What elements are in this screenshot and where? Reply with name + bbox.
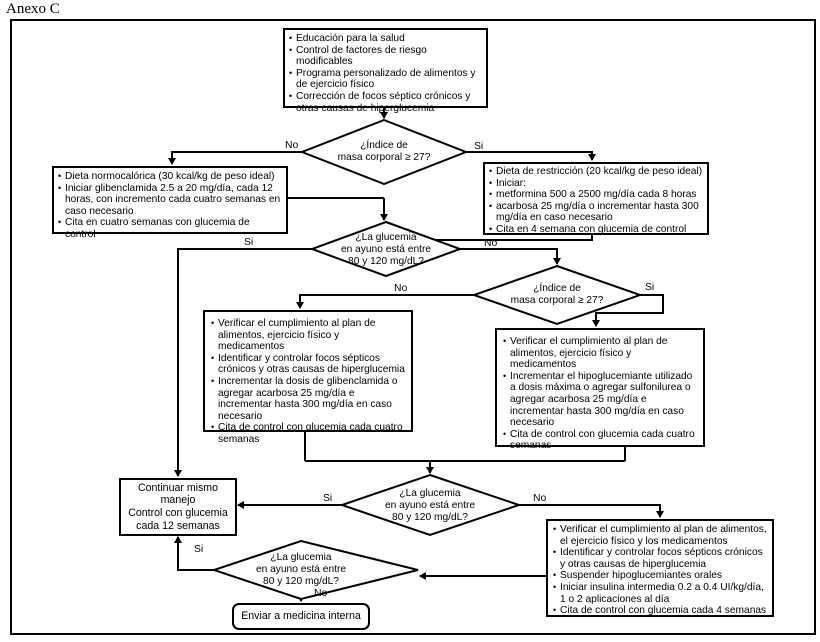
normocaloric-item: Cita en cuatro semanas con glucemia de c…: [58, 217, 282, 240]
glibenclamide-item: Identificar y controlar focos sépticos c…: [211, 353, 405, 376]
decision-3-text: ¿Índice de masa corporal ≥ 27?: [510, 283, 604, 306]
insulin-item: Cita de control con glucemia cada 4 sema…: [553, 605, 767, 617]
decision-1-text: ¿Índice de masa corporal ≥ 27?: [337, 140, 431, 163]
start-item: Educación para la salud: [289, 33, 482, 45]
continue-management-box: Continuar mismo manejo Control con gluce…: [119, 478, 237, 536]
refer-internal-medicine-box: Enviar a medicina interna: [232, 603, 370, 630]
start-item: Control de factores de riesgo modificabl…: [289, 45, 482, 68]
decision-diamond-2: [309, 220, 463, 278]
decision-2-yes-label: Si: [244, 237, 254, 248]
restriction-item: Dieta de restricción (20 kcal/kg de peso…: [489, 166, 703, 178]
glibenclamide-adjust-box: Verificar el cumplimiento al plan de ali…: [203, 310, 413, 445]
glibenclamide-item: Verificar el cumplimiento al plan de ali…: [211, 318, 405, 353]
insulin-item: Suspender hipoglucemiantes orales: [553, 570, 767, 582]
glibenclamide-item: Cita de control con glucemia cada cuatro…: [211, 422, 405, 445]
decision-3-yes-label: Si: [645, 282, 655, 293]
start-box: Educación para la salud Control de facto…: [283, 28, 488, 114]
page-title: Anexo C: [6, 1, 60, 17]
normocaloric-list: Dieta normocalórica (30 kcal/kg de peso …: [58, 171, 282, 241]
glibenclamide-item: Incrementar la dosis de glibenclamida o …: [211, 376, 405, 422]
restriction-list: Dieta de restricción (20 kcal/kg de peso…: [489, 166, 703, 236]
start-list: Educación para la salud Control de facto…: [289, 33, 482, 114]
normocaloric-item: Iniciar glibenclamida 2.5 a 20 mg/día, c…: [58, 183, 282, 218]
insulin-item: Iniciar insulina intermedia 0.2 a 0.4 UI…: [553, 582, 767, 605]
restriction-item: Iniciar:: [489, 178, 703, 190]
decision-5-text: ¿La glucemia en ayuno está entre 80 y 12…: [255, 552, 347, 587]
restriction-diet-box: Dieta de restricción (20 kcal/kg de peso…: [483, 162, 709, 235]
hypoglycemic-item: Verificar el cumplimiento al plan de ali…: [503, 336, 697, 371]
hypoglycemic-list: Verificar el cumplimiento al plan de ali…: [503, 336, 697, 452]
decision-1-yes-label: Si: [474, 141, 484, 152]
hypoglycemic-item: Incrementar el hipoglucemiante utilizado…: [503, 371, 697, 429]
start-item: Programa personalizado de alimentos y de…: [289, 68, 482, 91]
start-item: Corrección de focos séptico crónicos y o…: [289, 91, 482, 114]
outer-frame: [10, 19, 816, 635]
glibenclamide-list: Verificar el cumplimiento al plan de ali…: [211, 318, 405, 446]
decision-4-yes-label: Si: [323, 493, 333, 504]
decision-diamond-5: [210, 539, 419, 601]
insulin-item: Identificar y controlar focos sépticos c…: [553, 547, 767, 570]
normocaloric-diet-box: Dieta normocalórica (30 kcal/kg de peso …: [52, 166, 288, 240]
decision-1-no-label: No: [285, 140, 299, 151]
insulin-start-box: Verificar el cumplimiento al plan de ali…: [546, 519, 774, 617]
decision-2-text: ¿La glucemia en ayuno está entre 80 y 12…: [340, 232, 432, 267]
hypoglycemic-item: Cita de control con glucemia cada cuatro…: [503, 429, 697, 452]
restriction-item: metformina 500 a 2500 mg/día cada 8 hora…: [489, 189, 703, 201]
decision-5-no-label: No: [314, 588, 328, 599]
normocaloric-item: Dieta normocalórica (30 kcal/kg de peso …: [58, 171, 282, 183]
decision-4-text: ¿La glucemia en ayuno está entre 80 y 12…: [384, 488, 476, 523]
decision-diamond-3: [470, 264, 644, 326]
restriction-item: Cita en 4 semana con glucemia de control: [489, 224, 703, 236]
decision-2-no-label: No: [484, 238, 498, 249]
insulin-list: Verificar el cumplimiento al plan de ali…: [553, 524, 767, 617]
decision-4-no-label: No: [533, 493, 547, 504]
decision-5-yes-label: Si: [194, 544, 204, 555]
decision-diamond-1: [299, 118, 469, 186]
decision-diamond-4: [338, 473, 523, 537]
hypoglycemic-increase-box: Verificar el cumplimiento al plan de ali…: [495, 328, 705, 451]
insulin-item: Verificar el cumplimiento al plan de ali…: [553, 524, 767, 547]
restriction-item: acarbosa 25 mg/día o incrementar hasta 3…: [489, 201, 703, 224]
decision-3-no-label: No: [394, 283, 408, 294]
